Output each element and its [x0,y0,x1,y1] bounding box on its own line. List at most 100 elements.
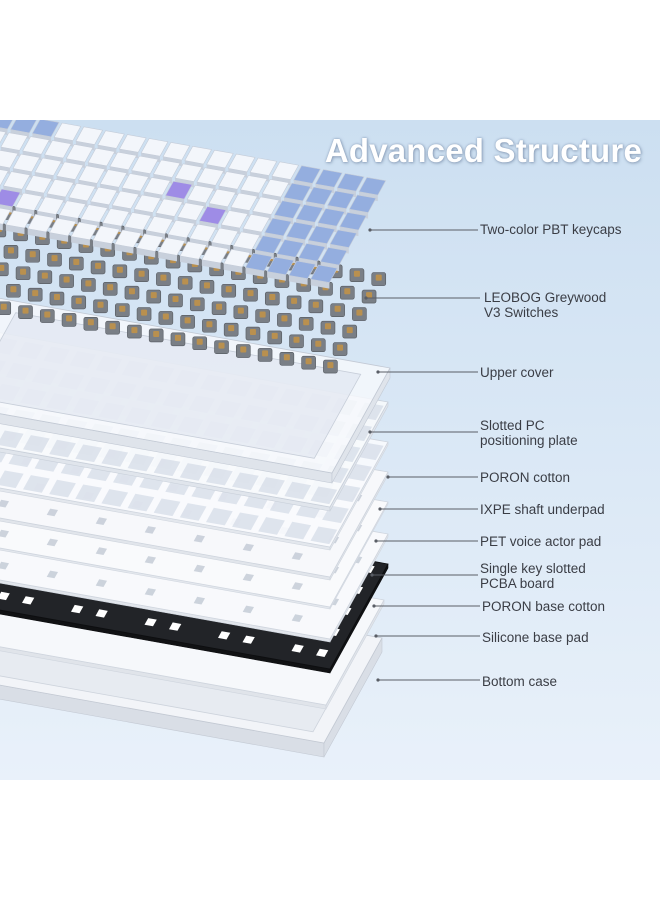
plate-slot [153,458,181,477]
keycap-skirt [5,224,25,235]
plate-slot [0,470,24,489]
page-title: Advanced Structure [324,132,642,169]
keycap [305,186,333,206]
keycap [276,239,304,258]
label-line: Single key slotted [480,561,586,576]
keycap [288,260,317,280]
switch-stem [119,305,126,312]
keycap [53,122,82,141]
pad-hole [291,552,303,560]
pcb-hole [242,635,255,644]
switch-stem [7,247,14,254]
pcb-hole [71,604,84,614]
switch-stem [131,327,138,334]
label-pcba: Single key slotted PCBA board [480,561,586,591]
keycap-skirt [49,232,69,242]
pcb-hole [22,596,35,605]
switch-stem [305,358,312,365]
keycap [264,217,292,237]
pad-hole [46,508,58,517]
switch-stem [162,313,169,320]
keycap [295,204,324,223]
keycap-skirt [136,248,156,258]
keycap-skirt [288,275,308,285]
label-keycaps: Two-color PBT keycaps [480,222,622,237]
keycap [145,215,174,235]
keycap [0,150,19,169]
pad-hole [0,529,9,538]
label-line: positioning plate [480,433,578,448]
pad-hole [0,499,9,508]
keycap [189,223,217,243]
keycap [152,159,181,178]
keycap-skirt [267,271,286,281]
switch-stem [97,301,104,308]
keycap [5,210,33,229]
pcb-hole [144,618,157,627]
switch-stem [375,274,382,281]
switch-stem [53,294,60,301]
pad-hole [242,543,254,552]
keycap-skirt [92,240,112,250]
leader-dot [374,634,378,638]
keycap [77,165,106,184]
keycap [58,200,87,219]
pcb-hole [218,631,231,640]
keycap [293,165,321,184]
keycap [283,182,312,202]
switch-stem [0,264,5,271]
switch-stem [312,301,319,308]
keycap [184,145,212,165]
label-bottom-case: Bottom case [482,674,557,689]
label-line: LEOBOG Greywood [484,290,607,305]
keycap [271,161,300,180]
keycap [44,140,72,159]
keycap [90,186,118,206]
keycap [70,221,99,241]
keycap [114,229,142,248]
keycap [46,178,75,198]
switch-stem [22,307,29,314]
keycap [97,130,125,149]
switch-stem [63,276,70,283]
keycap [31,120,60,138]
switch-stem [315,340,322,347]
label-line: PORON base cotton [482,599,606,614]
keycap [162,142,191,161]
keycap [131,155,159,175]
label-line: Two-color PBT keycaps [480,222,622,237]
leader-dot [372,604,376,608]
keycap [0,169,9,186]
keycap [244,252,273,272]
label-line: Slotted PC [480,418,545,433]
keycap [310,264,338,283]
keycaps-layer [0,120,387,289]
keycap [0,188,21,208]
keycap-skirt [245,267,265,277]
keycap [319,247,348,266]
label-line: PORON cotton [480,470,571,485]
keycap [155,198,183,217]
keycap [307,225,336,245]
label-line: IXPE shaft underpad [480,502,605,517]
pcb-hole [169,622,182,631]
keycap [230,192,258,211]
switch-stem [324,323,331,330]
switch-stem [206,321,213,328]
keycap [186,184,215,204]
upper-cover-layer-top [0,297,391,474]
switch-stem [353,270,360,277]
label-silicone: Silicone base pad [482,630,589,645]
switch-stem [303,319,310,326]
switch-stem [116,266,123,273]
label-poron-cotton: PORON cotton [480,470,570,485]
plate-slot [179,463,207,481]
switch-stem [73,259,80,266]
leader-dot [376,370,380,374]
switch-stem [141,309,148,316]
switch-stem [249,329,256,336]
plate-slot [258,477,285,495]
keycap [87,147,116,167]
plate-slot [101,449,129,467]
keycap-skirt [0,223,3,231]
